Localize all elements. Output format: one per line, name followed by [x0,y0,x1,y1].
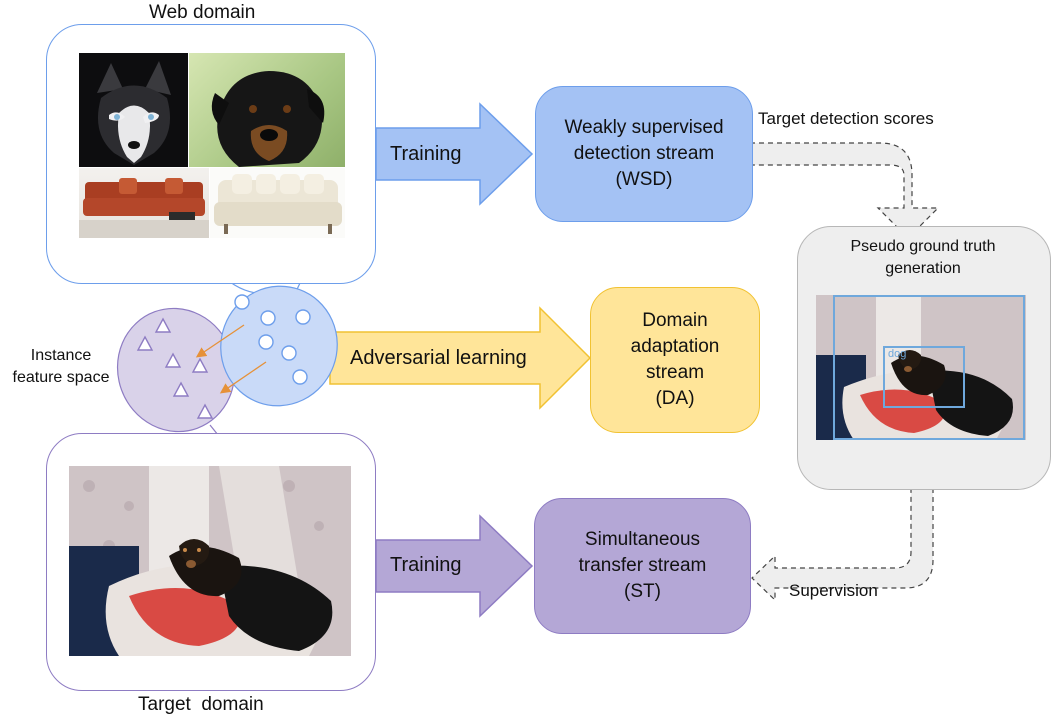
pseudo-gt-box-label: dog [888,348,907,360]
supervision-label: Supervision [789,581,878,600]
dashed-arrow-scores [749,142,940,229]
training-label-top: Training [390,143,462,165]
wsd-stream-box: Weakly supervised detection stream (WSD) [535,86,753,222]
web-instance-circles [234,294,311,385]
align-arrow-2 [219,361,267,394]
husky-photo [79,53,188,167]
dashed-arrow-supervision [751,487,934,602]
pseudo-gt-photo [816,295,1026,440]
dachshund-on-bed-photo [69,466,351,656]
red-sofa-photo [79,168,209,238]
adversarial-arrow [329,306,592,410]
st-stream-box: Simultaneous transfer stream (ST) [534,498,751,634]
training-arrow-top [375,102,534,206]
target-instance-triangles [136,317,214,419]
target-scores-label: Target detection scores [758,109,934,128]
training-label-bottom: Training [390,554,462,576]
training-arrow-bottom [375,514,534,618]
pseudo-gt-title: Pseudo ground truth generation [850,238,996,277]
white-sofa-photo [210,168,345,238]
da-stream-box: Domain adaptation stream (DA) [590,287,760,433]
adversarial-label: Adversarial learning [350,347,527,369]
web-domain-title: Web domain [149,2,256,23]
target-domain-title: Target domain [138,694,264,715]
rottweiler-photo [189,53,345,167]
align-arrow-1 [195,324,245,358]
feature-space-label: Instance feature space [12,347,110,386]
